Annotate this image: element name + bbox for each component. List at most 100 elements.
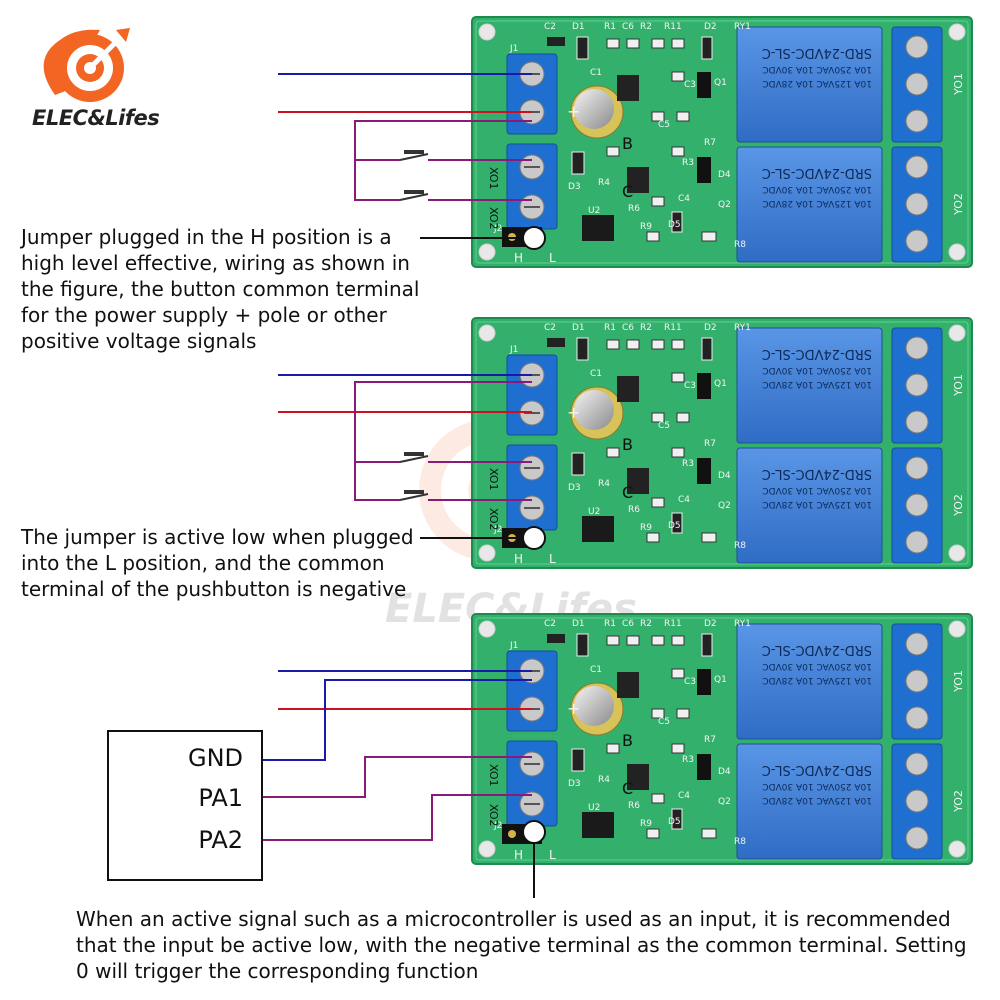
input-label: XO1 xyxy=(487,167,500,190)
input-label: XO2 xyxy=(487,508,500,531)
component-label: R4 xyxy=(598,178,610,188)
component-label: C1 xyxy=(590,68,602,78)
component-label: D4 xyxy=(718,471,731,481)
output-label: YO2 xyxy=(952,494,965,517)
plus-label: + xyxy=(567,699,580,718)
l-mode-description: The jumper is active low when plugged in… xyxy=(21,525,414,601)
component-label: R3 xyxy=(682,755,694,765)
component-label: Q1 xyxy=(714,379,727,389)
component-label: D4 xyxy=(718,170,731,180)
panel1-wiring xyxy=(278,73,532,201)
component-label: R3 xyxy=(682,459,694,469)
component-label: R8 xyxy=(734,541,746,551)
microcontroller-box: GND PA1 PA2 xyxy=(107,730,263,881)
relay-marking: SRD-24VDC-SL-C xyxy=(762,346,872,361)
component-label: C5 xyxy=(658,717,670,727)
jumper-position-h: H xyxy=(514,251,523,265)
component-label: C4 xyxy=(678,791,690,801)
relay-marking: 10A 250VAC 10A 30VDC xyxy=(762,365,872,375)
component-label: R2 xyxy=(640,323,652,333)
component-label: C2 xyxy=(544,619,556,629)
component-label: R7 xyxy=(704,439,716,449)
component-label: R9 xyxy=(640,819,652,829)
component-label: R8 xyxy=(734,837,746,847)
component-label: R9 xyxy=(640,523,652,533)
relay-marking: 10A 125VAC 10A 28VDC xyxy=(762,675,872,685)
component-label: R4 xyxy=(598,479,610,489)
component-label: C6 xyxy=(622,619,634,629)
relay-board-l-mode xyxy=(471,317,973,569)
component-label: R1 xyxy=(604,619,616,629)
terminal-label: J1 xyxy=(509,44,518,54)
panel3-wiring xyxy=(263,670,532,841)
mcu-mode-description: When an active signal such as a microcon… xyxy=(76,907,967,983)
jumper-position-l: L xyxy=(549,552,556,566)
mcu-pin-gnd-label: GND xyxy=(187,744,243,772)
component-label: D3 xyxy=(568,779,581,789)
component-label: D2 xyxy=(704,323,717,333)
mcu-pin-pa1-label: PA1 xyxy=(198,784,243,812)
component-label: R8 xyxy=(734,240,746,250)
component-label: R7 xyxy=(704,138,716,148)
pushbutton-icon xyxy=(399,150,429,201)
component-label: U2 xyxy=(588,803,600,813)
plus-label: + xyxy=(567,102,580,121)
component-label: C3 xyxy=(684,381,696,391)
component-label: R11 xyxy=(664,323,682,333)
component-label: C5 xyxy=(658,421,670,431)
component-label: C xyxy=(622,779,633,798)
component-label: Q2 xyxy=(718,501,731,511)
component-label: D2 xyxy=(704,619,717,629)
component-label: C xyxy=(622,483,633,502)
output-label: YO2 xyxy=(952,193,965,216)
component-label: C6 xyxy=(622,22,634,32)
pushbutton-icon xyxy=(399,452,429,501)
component-label: C3 xyxy=(684,677,696,687)
relay-marking: 10A 125VAC 10A 28VDC xyxy=(762,78,872,88)
relay-marking: 10A 125VAC 10A 28VDC xyxy=(762,379,872,389)
component-label: R9 xyxy=(640,222,652,232)
input-label: XO2 xyxy=(487,207,500,230)
component-label: U2 xyxy=(588,507,600,517)
input-label: XO2 xyxy=(487,804,500,827)
mcu-pin-pa2-label: PA2 xyxy=(198,826,243,854)
component-label: C5 xyxy=(658,120,670,130)
component-label: D2 xyxy=(704,22,717,32)
component-label: U2 xyxy=(588,206,600,216)
relay-marking: 10A 250VAC 10A 30VDC xyxy=(762,184,872,194)
component-label: Q2 xyxy=(718,200,731,210)
logo-icon xyxy=(43,28,130,102)
relay-marking: 10A 250VAC 10A 30VDC xyxy=(762,64,872,74)
component-label: R6 xyxy=(628,505,640,515)
output-label: YO1 xyxy=(952,670,965,693)
jumper-position-h: H xyxy=(514,848,523,862)
terminal-label: J1 xyxy=(509,345,518,355)
component-label: RY1 xyxy=(734,619,751,629)
jumper-position-l: L xyxy=(549,251,556,265)
component-label: R2 xyxy=(640,619,652,629)
component-label: C4 xyxy=(678,495,690,505)
component-label: D1 xyxy=(572,323,585,333)
output-label: YO1 xyxy=(952,374,965,397)
component-label: B xyxy=(622,731,633,750)
component-label: R11 xyxy=(664,22,682,32)
component-label: B xyxy=(622,134,633,153)
relay-marking: 10A 250VAC 10A 30VDC xyxy=(762,781,872,791)
relay-board-h-mode xyxy=(471,16,973,268)
component-label: D1 xyxy=(572,22,585,32)
component-label: D4 xyxy=(718,767,731,777)
terminal-label: J1 xyxy=(509,641,518,651)
component-label: R7 xyxy=(704,735,716,745)
jumper-position-l: L xyxy=(549,848,556,862)
component-label: R1 xyxy=(604,22,616,32)
jumper-label: J2 xyxy=(493,821,502,831)
jumper-label: J2 xyxy=(493,224,502,234)
component-label: D1 xyxy=(572,619,585,629)
jumper-h-marker xyxy=(522,226,546,250)
component-label: R4 xyxy=(598,775,610,785)
output-label: YO2 xyxy=(952,790,965,813)
relay-marking: 10A 125VAC 10A 28VDC xyxy=(762,795,872,805)
component-label: D3 xyxy=(568,483,581,493)
component-label: R11 xyxy=(664,619,682,629)
